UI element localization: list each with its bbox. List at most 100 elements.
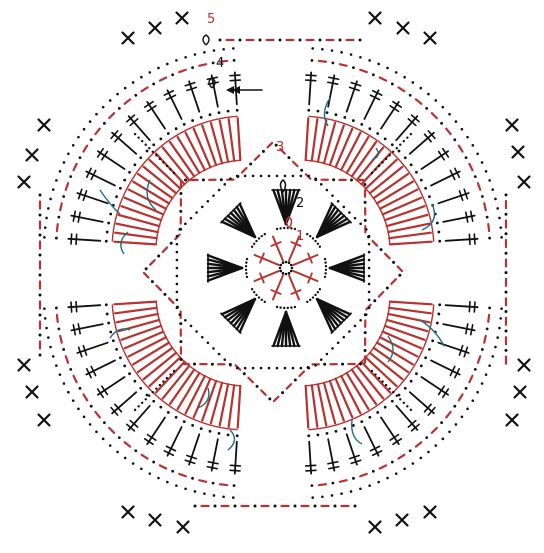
picot-icon [124, 87, 127, 90]
picot-icon [500, 307, 503, 310]
treble-crochet-icon [312, 119, 318, 161]
chain-dot [209, 113, 212, 116]
chain-dot [115, 348, 118, 351]
chain-dot [194, 505, 197, 508]
chain-dot [109, 331, 112, 334]
picot-icon [89, 423, 92, 426]
chain-dot [227, 433, 230, 436]
picot-icon [448, 113, 451, 116]
single-crochet-icon [519, 177, 530, 188]
chain-dot [348, 211, 351, 214]
picot-icon [359, 487, 362, 490]
cluster-icon [330, 254, 364, 282]
chain-dot [505, 310, 508, 313]
chain-dot [354, 505, 357, 508]
chain-dot [39, 234, 42, 237]
picot-icon [340, 51, 343, 54]
picot-icon [496, 336, 499, 339]
picot-icon [52, 355, 55, 358]
picot-icon [95, 113, 98, 116]
chain-dot [368, 235, 371, 238]
chain-dot [155, 387, 157, 389]
chain-dot [162, 380, 164, 382]
chain-dot [324, 276, 326, 278]
picot-icon [83, 128, 86, 131]
chain-dot [428, 348, 431, 351]
chain-dot [359, 39, 362, 42]
chain-dot [326, 432, 329, 435]
chain-dot [308, 367, 311, 370]
picot-icon [140, 76, 143, 79]
chain-dot [368, 127, 371, 130]
chain-dot [424, 187, 427, 190]
chain-dot [317, 433, 320, 436]
chain-dot [279, 306, 281, 308]
picot-icon [232, 496, 235, 499]
double-crochet-icon [98, 377, 125, 397]
double-crochet-icon [396, 406, 419, 431]
chain-dot [334, 505, 337, 508]
chain-dot [69, 175, 72, 178]
chain-dot [169, 168, 171, 170]
chain-dot [39, 194, 42, 197]
chain-dash [299, 372, 303, 376]
slip-stitch-icon [282, 272, 285, 275]
chain-dot [378, 165, 380, 167]
double-crochet-icon [207, 439, 218, 470]
chain-dot [176, 283, 179, 286]
chain-dash [274, 397, 278, 401]
chain-dot [258, 296, 260, 298]
chain-dot [233, 484, 236, 487]
picot-icon [461, 415, 464, 418]
chain-dot [359, 362, 362, 365]
chain-dot [57, 216, 60, 219]
chain-dash [199, 480, 206, 482]
chain-dot [179, 192, 182, 195]
treble-crochet-icon [114, 302, 156, 305]
chain-dot [325, 265, 327, 267]
chain-dot [159, 384, 161, 386]
chain-dot [236, 434, 239, 437]
chain-dot [176, 259, 179, 262]
chain-dot [364, 219, 367, 222]
chain-dot [279, 227, 281, 229]
chain-dot [227, 110, 230, 113]
picot-icon [321, 495, 324, 498]
picot-icon [109, 444, 112, 447]
chain-dot [152, 461, 155, 464]
chain-dot [352, 477, 355, 480]
chain-dot [294, 379, 297, 382]
picot-icon [419, 457, 422, 460]
single-crochet-icon [513, 147, 524, 158]
chain-dot [300, 169, 303, 172]
chain-dot [386, 286, 389, 289]
chain-dot [292, 367, 295, 370]
chain-dot [300, 175, 303, 178]
chain-dot [166, 165, 168, 167]
double-crochet-icon [421, 149, 448, 169]
chain-dot [178, 228, 181, 231]
chain-dot [488, 307, 491, 310]
picot-icon [377, 63, 380, 66]
single-crochet-icon [27, 387, 38, 398]
chain-dot [378, 377, 380, 379]
chain-dot [385, 384, 387, 386]
chain-dot [352, 119, 355, 122]
picot-icon [83, 415, 86, 418]
chain-dot [276, 228, 278, 230]
chain-dot [368, 291, 371, 294]
double-crochet-icon [421, 377, 448, 397]
round-label-4: 4 [216, 56, 224, 71]
chain-dot [279, 39, 282, 42]
fan-outer-arc [112, 304, 237, 429]
chain-dot [431, 339, 434, 342]
chain-dot [326, 189, 329, 192]
double-crochet-icon [145, 102, 165, 129]
chain-dot [376, 132, 379, 135]
chain-dot [438, 303, 441, 306]
double-crochet-icon [127, 406, 150, 431]
chain-dot [170, 242, 173, 245]
chain-dot [331, 61, 334, 64]
chain-dot [179, 210, 182, 213]
chain-dash [484, 203, 486, 210]
